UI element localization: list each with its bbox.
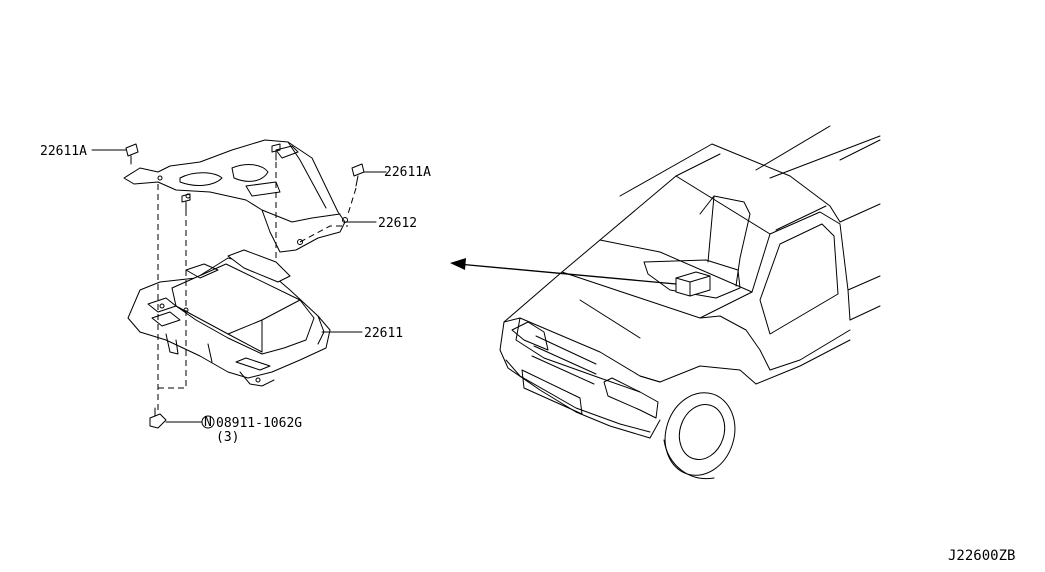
label-22611: 22611 (364, 326, 403, 341)
label-22611a-right: 22611A (384, 165, 431, 180)
bolt-22611a-right (351, 163, 365, 187)
nut-08911-1062g (149, 407, 167, 429)
label-22611a-left: 22611A (40, 144, 87, 159)
bolt-upper (271, 143, 281, 161)
nut-symbol-circle (201, 415, 215, 429)
bolt-22611a-left (125, 143, 139, 165)
vehicle-outline (499, 125, 881, 480)
leader-lines (91, 149, 387, 423)
label-22612: 22612 (378, 216, 417, 231)
bracket-22612 (123, 139, 348, 253)
diagram-code: J22600ZB (948, 548, 1015, 564)
control-unit-22611 (127, 249, 331, 387)
label-nut-part-number: 08911-1062G (216, 416, 302, 431)
label-nut-quantity: (3) (216, 430, 239, 445)
alignment-dashed-lines (157, 162, 357, 410)
bolt-lower (181, 193, 191, 211)
nut-symbol-letter: N (204, 415, 212, 430)
